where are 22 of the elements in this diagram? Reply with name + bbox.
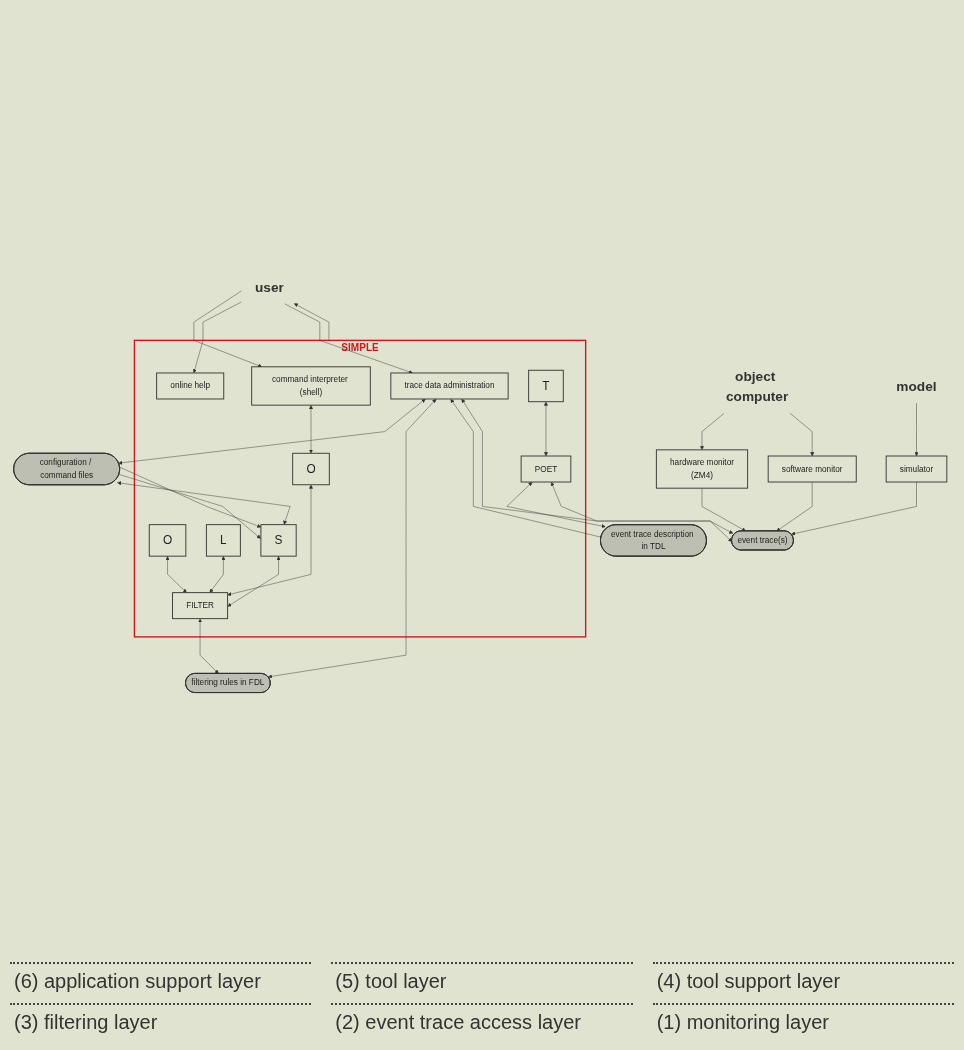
- layer-label: (5) tool layer: [331, 962, 633, 999]
- node-box: online help: [156, 372, 225, 400]
- node-box: FILTER: [172, 592, 229, 619]
- layer-label: (6) application support layer: [10, 962, 312, 999]
- node-box: software monitor: [767, 455, 857, 483]
- node-box: trace data administration: [390, 372, 509, 400]
- node-box: O: [148, 524, 187, 557]
- node-text: user: [254, 279, 284, 295]
- node-text: model: [896, 378, 937, 394]
- layer-label: (3) filtering layer: [10, 1003, 312, 1040]
- node-box: command interpreter (shell): [251, 366, 371, 406]
- layer-label: (2) event trace access layer: [331, 1003, 633, 1040]
- node-text: object computer: [725, 368, 789, 404]
- node-box: hardware monitor (ZM4): [655, 449, 749, 489]
- node-box: O: [292, 452, 330, 486]
- node-box: S: [260, 524, 297, 557]
- node-box: POET: [520, 455, 572, 483]
- node-box: simulator: [885, 455, 948, 483]
- node-box: L: [205, 524, 241, 557]
- layer-label: (1) monitoring layer: [652, 1003, 954, 1040]
- layer-label: (4) tool support layer: [652, 962, 954, 999]
- node-box: T: [528, 369, 564, 403]
